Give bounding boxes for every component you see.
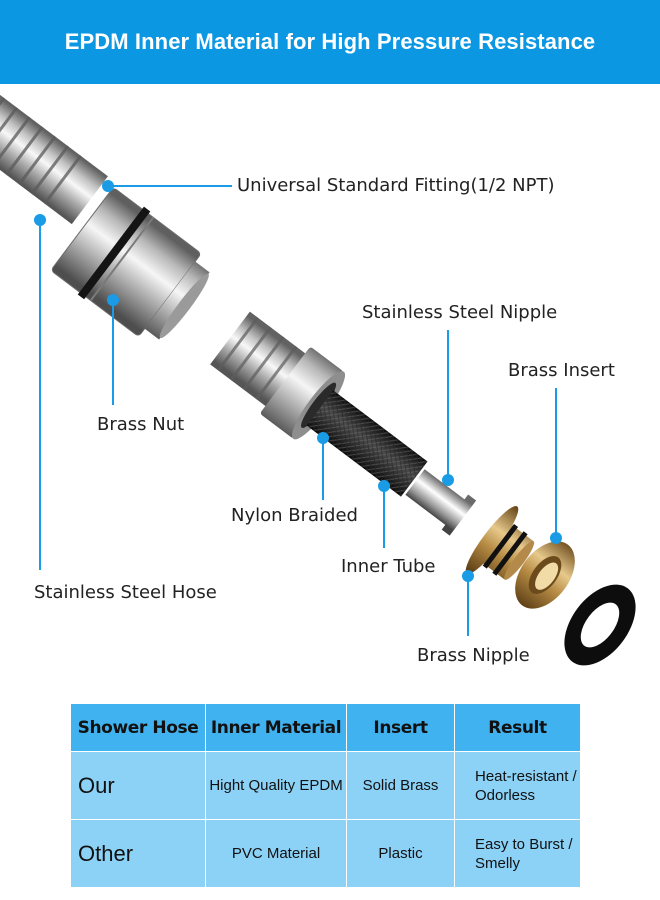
rubber-washer (564, 584, 636, 666)
stainless-steel-hose (0, 91, 108, 225)
comparison-table: Shower Hose Inner Material Insert Result… (70, 703, 581, 888)
header-result: Result (454, 703, 581, 752)
label-brass-nipple: Brass Nipple (417, 645, 530, 666)
brass-nut (51, 188, 210, 340)
label-brass-nut: Brass Nut (97, 414, 185, 435)
steel-collar (260, 347, 346, 440)
brass-nipple (465, 506, 535, 580)
row-other-material: PVC Material (205, 819, 347, 888)
table-header-row: Shower Hose Inner Material Insert Result (70, 703, 581, 752)
label-inner-tube: Inner Tube (341, 556, 436, 577)
row-our-name: Our (70, 751, 206, 820)
row-our-insert: Solid Brass (346, 751, 455, 820)
row-other-name: Other (70, 819, 206, 888)
label-brass-insert: Brass Insert (508, 360, 615, 381)
title-banner: EPDM Inner Material for High Pressure Re… (0, 0, 660, 84)
row-our-material: Hight Quality EPDM (205, 751, 347, 820)
table-row: Other PVC Material Plastic Easy to Burst… (70, 819, 581, 888)
row-other-result: Easy to Burst / Smelly (454, 819, 581, 888)
brass-insert (515, 541, 575, 609)
callout-lines (34, 180, 562, 636)
label-stainless-hose: Stainless Steel Hose (34, 582, 217, 603)
header-inner-material: Inner Material (205, 703, 347, 752)
label-fitting: Universal Standard Fitting(1/2 NPT) (237, 175, 555, 196)
stainless-steel-nipple (405, 469, 477, 536)
row-our-result: Heat-resistant / Odorless (454, 751, 581, 820)
hose-exploded-diagram (0, 91, 636, 666)
row-other-insert: Plastic (346, 819, 455, 888)
header-shower-hose: Shower Hose (70, 703, 206, 752)
header-insert: Insert (346, 703, 455, 752)
table-row: Our Hight Quality EPDM Solid Brass Heat-… (70, 751, 581, 820)
nylon-braided-tube (306, 390, 428, 497)
label-nylon-braided: Nylon Braided (231, 505, 358, 526)
label-stainless-nipple: Stainless Steel Nipple (362, 302, 558, 323)
banner-title: EPDM Inner Material for High Pressure Re… (64, 29, 596, 54)
hose-ferrule (210, 311, 306, 407)
